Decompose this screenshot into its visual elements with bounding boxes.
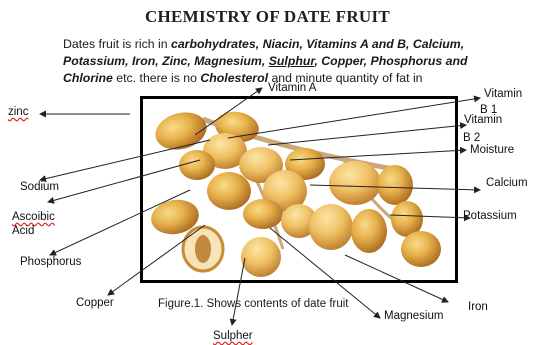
label-magnesium: Magnesium: [384, 310, 443, 322]
label-ascorbic: Ascoibic: [12, 211, 55, 223]
label-vitamin-b2-word: Vitamin: [464, 114, 502, 126]
arrow-moisture: [290, 150, 466, 160]
arrow-vitamin-b1: [228, 98, 480, 138]
arrow-vitamin-a: [195, 88, 262, 135]
arrow-sulpher: [232, 258, 245, 325]
figure-caption: Figure.1. Shows contents of date fruit: [158, 298, 349, 310]
label-vitamin-a: Vitamin A: [268, 82, 316, 94]
arrow-potassium: [390, 215, 470, 218]
label-potassium: Potassium: [463, 210, 517, 222]
label-moisture: Moisture: [470, 144, 514, 156]
label-vitamin-b1-word: Vitamin: [484, 88, 522, 100]
arrow-iron: [345, 255, 448, 302]
label-sodium: Sodium: [20, 181, 59, 193]
label-zinc: zinc: [8, 106, 28, 118]
label-vitamin-b2-suffix: B 2: [463, 132, 480, 144]
label-calcium: Calcium: [486, 177, 528, 189]
label-acid: Acid: [12, 225, 34, 237]
label-iron: Iron: [468, 301, 488, 313]
label-sulpher: Sulpher: [213, 330, 253, 342]
arrow-copper: [108, 225, 205, 295]
arrow-sodium: [40, 140, 210, 180]
arrow-calcium: [310, 185, 480, 190]
label-copper: Copper: [76, 297, 114, 309]
arrow-phosphorus: [50, 190, 190, 255]
arrow-vitamin-b2: [268, 125, 466, 145]
label-phosphorus: Phosphorus: [20, 256, 81, 268]
